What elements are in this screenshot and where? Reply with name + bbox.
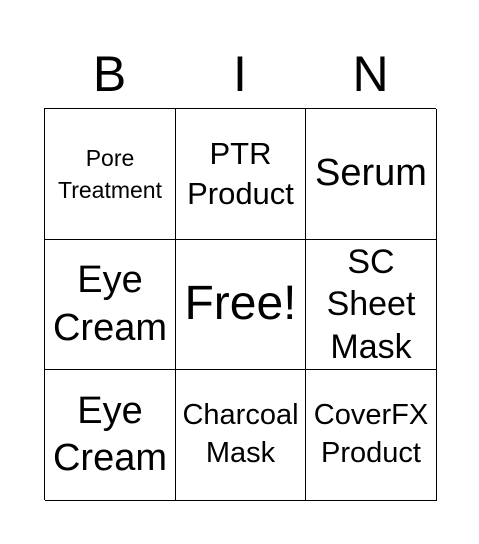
bingo-board: Pore Treatment PTR Product Serum Eye Cre… xyxy=(44,108,437,501)
cell-label: Free! xyxy=(184,277,297,331)
bingo-cell-serum[interactable]: Serum xyxy=(306,109,437,240)
cell-label: SC Sheet Mask xyxy=(326,243,416,366)
cell-label: Charcoal Mask xyxy=(182,399,299,469)
cell-label: PTR Product xyxy=(187,135,294,211)
cell-label: Pore Treatment xyxy=(58,144,162,203)
bingo-cell-eye-cream[interactable]: Eye Cream xyxy=(45,240,176,370)
bingo-cell-coverfx-product[interactable]: CoverFX Product xyxy=(306,370,437,501)
bingo-cell-charcoal-mask[interactable]: Charcoal Mask xyxy=(176,370,306,501)
cell-label: Eye Cream xyxy=(52,389,168,480)
bingo-cell-ptr-product[interactable]: PTR Product xyxy=(176,109,306,240)
bingo-cell-eye-cream-2[interactable]: Eye Cream xyxy=(45,370,176,501)
header-letter-b: B xyxy=(92,46,127,102)
bingo-cell-free-space[interactable]: Free! xyxy=(176,240,306,370)
bingo-header: B I N xyxy=(44,44,436,104)
cell-label: Serum xyxy=(315,152,427,195)
cell-label: Eye Cream xyxy=(52,259,168,349)
bingo-cell-sc-sheet-mask[interactable]: SC Sheet Mask xyxy=(306,240,437,370)
header-letter-i: I xyxy=(233,46,247,102)
header-letter-n: N xyxy=(352,46,389,102)
cell-label: CoverFX Product xyxy=(313,399,429,469)
bingo-cell-pore-treatment[interactable]: Pore Treatment xyxy=(45,109,176,240)
